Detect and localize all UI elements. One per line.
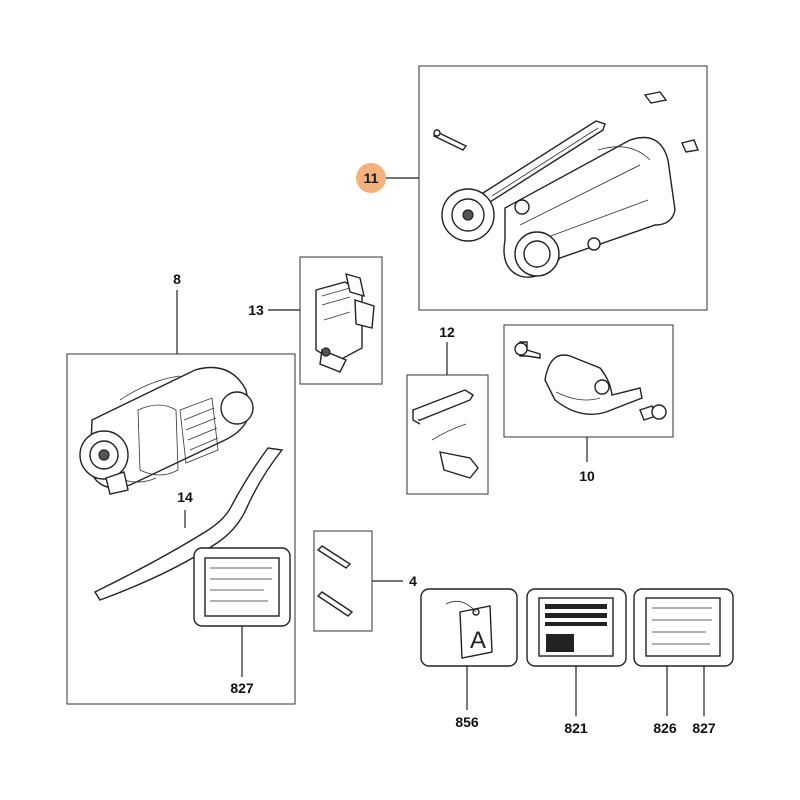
part-label-827-left[interactable]: 827 xyxy=(230,680,254,696)
switch-slider-drawing xyxy=(412,389,479,479)
pins-drawing xyxy=(316,545,354,617)
part-4-group: 4 xyxy=(313,530,417,632)
part-13-group: 13 xyxy=(248,256,383,385)
housing-drawing xyxy=(432,91,699,278)
part-12-group: 12 xyxy=(406,324,489,495)
bracket-drawing xyxy=(514,341,667,421)
label-827-left-sheet xyxy=(204,557,280,617)
part-label-10[interactable]: 10 xyxy=(579,468,595,484)
highlight-badge[interactable] xyxy=(356,163,386,193)
housing-assembly-group: 11 xyxy=(356,65,708,311)
part-821-group: 821 xyxy=(526,588,627,736)
part-label-11[interactable]: 11 xyxy=(364,170,379,186)
part-label-8[interactable]: 8 xyxy=(173,271,181,287)
part-label-13[interactable]: 13 xyxy=(248,302,264,318)
tag-paper xyxy=(459,605,493,659)
part-label-826[interactable]: 826 xyxy=(653,720,677,736)
part-label-827-right[interactable]: 827 xyxy=(692,720,716,736)
label-826-sheet xyxy=(645,597,721,657)
label-827-left-group: 827 xyxy=(193,547,291,696)
part-label-821[interactable]: 821 xyxy=(564,720,588,736)
part-label-14[interactable]: 14 xyxy=(177,489,193,505)
part-12-box xyxy=(406,374,489,495)
part-8-group: 8 14 827 xyxy=(66,271,296,705)
part-label-4[interactable]: 4 xyxy=(409,573,417,589)
part-label-856[interactable]: 856 xyxy=(455,714,479,730)
tag-letter: A xyxy=(470,627,486,654)
motor-drawing xyxy=(79,366,254,495)
part-826-827-group: 826 827 xyxy=(633,588,734,736)
part-10-group: 10 xyxy=(503,324,674,484)
part-856-group: A 856 xyxy=(420,588,518,730)
part-label-12[interactable]: 12 xyxy=(439,324,455,340)
brush-holder-drawing xyxy=(315,273,375,373)
